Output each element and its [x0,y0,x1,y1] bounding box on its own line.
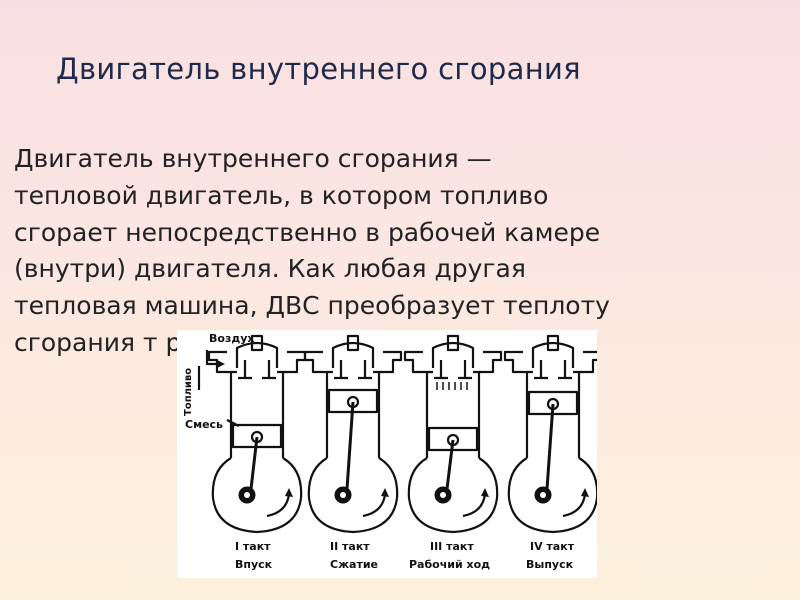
connecting-rod [445,439,455,490]
mixture-label: Смесь [185,418,224,431]
connecting-rod [249,436,259,490]
exhaust-port [473,350,503,374]
crankshaft-center [244,492,250,498]
fuel-label: Топливо [183,367,194,416]
stroke-2-name: Сжатие [330,558,378,571]
cylinder-head [331,341,375,368]
stroke-3-name: Рабочий ход [409,558,491,571]
air-label: Воздух [209,332,255,345]
mixture-pointer [226,419,240,427]
cylinder-walls [525,372,581,458]
exhaust-port [573,350,597,374]
cylinder-head [431,341,475,368]
engine-stroke-4 [503,334,597,534]
paragraph-line: тепловой двигатель, в котором топливо [14,180,549,210]
spark-plug [250,334,264,352]
paragraph-line: Двигатель внутреннего сгорания — [14,144,492,173]
intake-valve [334,360,348,380]
intake-valve [534,360,548,380]
cylinder-walls [425,372,481,458]
rotation-arrow [362,493,387,518]
intake-port [303,350,333,374]
crankcase [507,457,597,534]
stroke-3-number: III такт [430,540,474,553]
rotation-arrowhead [381,488,389,497]
stroke-2-number: II такт [330,540,370,553]
spark-plug [446,334,460,352]
rotation-arrowhead [285,488,293,497]
stroke-4-number: IV такт [530,540,575,553]
crankshaft-center [440,492,446,498]
rotation-arrowhead [481,488,489,497]
stroke-1-number: I такт [235,540,271,553]
cylinder-head [531,341,575,368]
cylinder-head [235,341,279,368]
spark-plug [546,334,560,352]
engine-strokes-figure: Воздух Топливо Смесь I такт Впуск II так… [177,330,597,578]
engine-strokes-drawing [197,334,597,534]
air-flow-arrow [205,350,219,366]
crankcase [211,457,303,534]
rotation-arrow [462,493,487,518]
intake-port [207,350,237,374]
connecting-rod [545,403,555,490]
exhaust-valve [358,360,372,380]
cylinder-walls [229,372,285,458]
crankcase [307,457,399,534]
engine-stroke-1 [207,334,307,534]
paragraph-line: (внутри) двигателя. Как любая другая [14,254,526,284]
engine-stroke-3 [403,334,503,534]
connecting-rod [345,401,355,490]
intake-port [503,350,533,374]
stroke-4-name: Выпуск [526,558,574,571]
definition-paragraph: Двигатель внутреннего сгорания — теплово… [14,141,794,362]
exhaust-valve [262,360,276,380]
paragraph-line: сгорает непосредственно в рабочей камере [14,217,601,247]
stroke-1-name: Впуск [235,558,273,571]
slide-title: Двигатель внутреннего сгорания [56,52,581,86]
engine-stroke-2 [303,334,403,534]
crankshaft-center [340,492,346,498]
crankcase [407,457,499,534]
spark-plug [346,334,360,352]
exhaust-valve [458,360,472,380]
exhaust-valve [558,360,572,380]
air-flow-arrowhead [217,360,225,368]
exhaust-port [277,350,307,374]
intake-valve [238,360,252,380]
rotation-arrow [562,493,587,518]
rotation-arrowhead [581,488,589,497]
intake-port [403,350,433,374]
paragraph-line: тепловая машина, ДВС преобразует теплоту [14,291,610,321]
exhaust-port [373,350,403,374]
cylinder-walls [325,372,381,458]
rotation-arrow [266,493,291,518]
intake-valve [434,360,448,380]
crankshaft-center [540,492,546,498]
